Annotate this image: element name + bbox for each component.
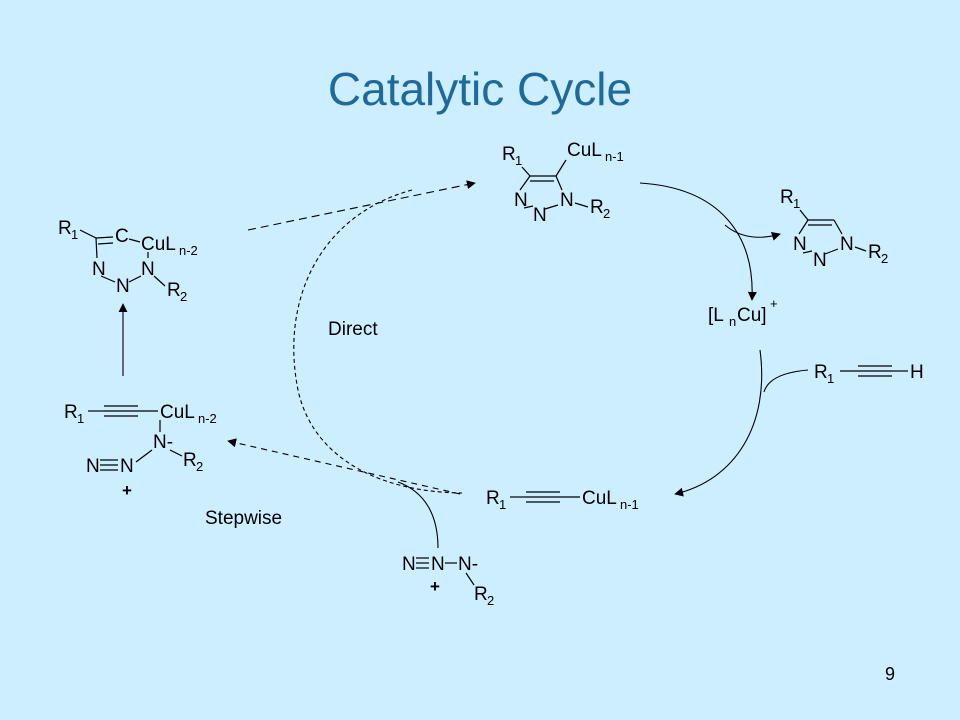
triazole-product-structure: R 1 N N N R 2	[780, 187, 888, 271]
r-label: R	[183, 450, 197, 471]
triazolyl-copper-structure: R 1 CuL n-1 N N N R 2	[502, 140, 624, 226]
azide-structure: N N N- + R 2	[402, 554, 494, 608]
subscript-label: 2	[180, 289, 187, 304]
n-atom-label: N	[116, 276, 130, 297]
subscript-label: n-1	[620, 497, 639, 512]
cu-label: CuL	[141, 234, 176, 255]
r-label: R	[58, 218, 72, 239]
triple-bond	[510, 491, 580, 503]
complex-bonds	[88, 405, 183, 471]
azide-bonds	[416, 557, 475, 586]
copper-acetylide-structure: R 1 CuL n-1	[486, 488, 639, 512]
stepwise-pathway-label: Stepwise	[205, 508, 282, 529]
n-atom-label: N	[86, 456, 100, 477]
ring-bonds	[519, 159, 589, 210]
n-atom-label: N	[533, 205, 547, 226]
r-label: R	[167, 280, 181, 301]
terminal-alkyne-structure: R 1 H	[814, 362, 924, 386]
cu-label: CuL	[582, 488, 617, 509]
cycle-arrows	[118, 180, 809, 549]
cu-label: CuL	[567, 140, 602, 161]
svg-text:Cu]: Cu]	[737, 305, 767, 326]
n-atom-label: N	[120, 456, 134, 477]
subscript-label: 1	[515, 153, 522, 168]
subscript-label: 1	[71, 227, 78, 242]
azide-entry-arc	[397, 481, 439, 549]
stepwise-dashed-arrow	[227, 438, 461, 495]
n-atom-label: N	[514, 190, 528, 211]
direct-pathway-label: Direct	[328, 319, 378, 340]
copper-catalyst-label: [L n Cu] +	[708, 296, 778, 329]
direct-pathway-dashed-arc	[293, 189, 463, 494]
alkyne-entry-arc	[763, 369, 809, 393]
n-atom-label: N	[92, 259, 106, 280]
plus-charge: +	[122, 481, 132, 500]
h-atom-label: H	[910, 362, 924, 383]
n-atom-label: N	[840, 234, 854, 255]
n-atom-label: N-	[458, 554, 478, 575]
c-atom-label: C	[115, 226, 129, 247]
ring-contraction-dashed-arrow	[247, 180, 476, 231]
subscript-label: 2	[487, 593, 494, 608]
subscript-label: n-2	[179, 243, 198, 258]
catalyst-release-arrow	[639, 182, 757, 301]
subscript-label: n-1	[605, 149, 624, 164]
product-release-arrow	[724, 224, 781, 241]
r-label: R	[814, 362, 828, 383]
triple-bond	[840, 365, 908, 377]
r-label: R	[780, 187, 794, 208]
n-atom-label: N	[431, 554, 445, 575]
n-atom-label: N	[793, 234, 807, 255]
r-label: R	[590, 197, 604, 218]
subscript-label: 2	[196, 459, 203, 474]
acetylide-azide-complex-structure: R 1 CuL n-2 N- R 2 N N +	[64, 402, 217, 500]
n-atom-label: N	[813, 250, 827, 271]
ring-bonds	[798, 209, 867, 255]
svg-text:n: n	[729, 314, 736, 329]
subscript-label: 2	[881, 251, 888, 266]
subscript-label: 1	[793, 196, 800, 211]
subscript-label: 2	[603, 206, 610, 221]
r-label: R	[502, 144, 516, 165]
cu-label: CuL	[160, 402, 195, 423]
n-atom-label: N-	[153, 432, 173, 453]
subscript-label: 1	[827, 371, 834, 386]
acetylide-formation-arrow	[674, 349, 763, 497]
r-label: R	[474, 584, 488, 605]
r-label: R	[64, 402, 78, 423]
subscript-label: n-2	[198, 411, 217, 426]
r-label: R	[486, 488, 500, 509]
plus-charge: +	[430, 577, 440, 596]
r-label: R	[868, 242, 882, 263]
svg-text:[L: [L	[708, 305, 724, 326]
svg-text:+: +	[770, 296, 778, 311]
n-atom-label: N	[560, 190, 574, 211]
n-atom-label: N	[402, 554, 416, 575]
subscript-label: 1	[77, 411, 84, 426]
subscript-label: 1	[499, 497, 506, 512]
n-atom-label: N	[141, 259, 155, 280]
page-number: 9	[885, 664, 896, 684]
ring-bonds	[79, 229, 166, 287]
slide-title: Catalytic Cycle	[327, 63, 633, 115]
metallacycle-structure: R 1 C CuL n-2 N N N R 2	[58, 218, 198, 304]
